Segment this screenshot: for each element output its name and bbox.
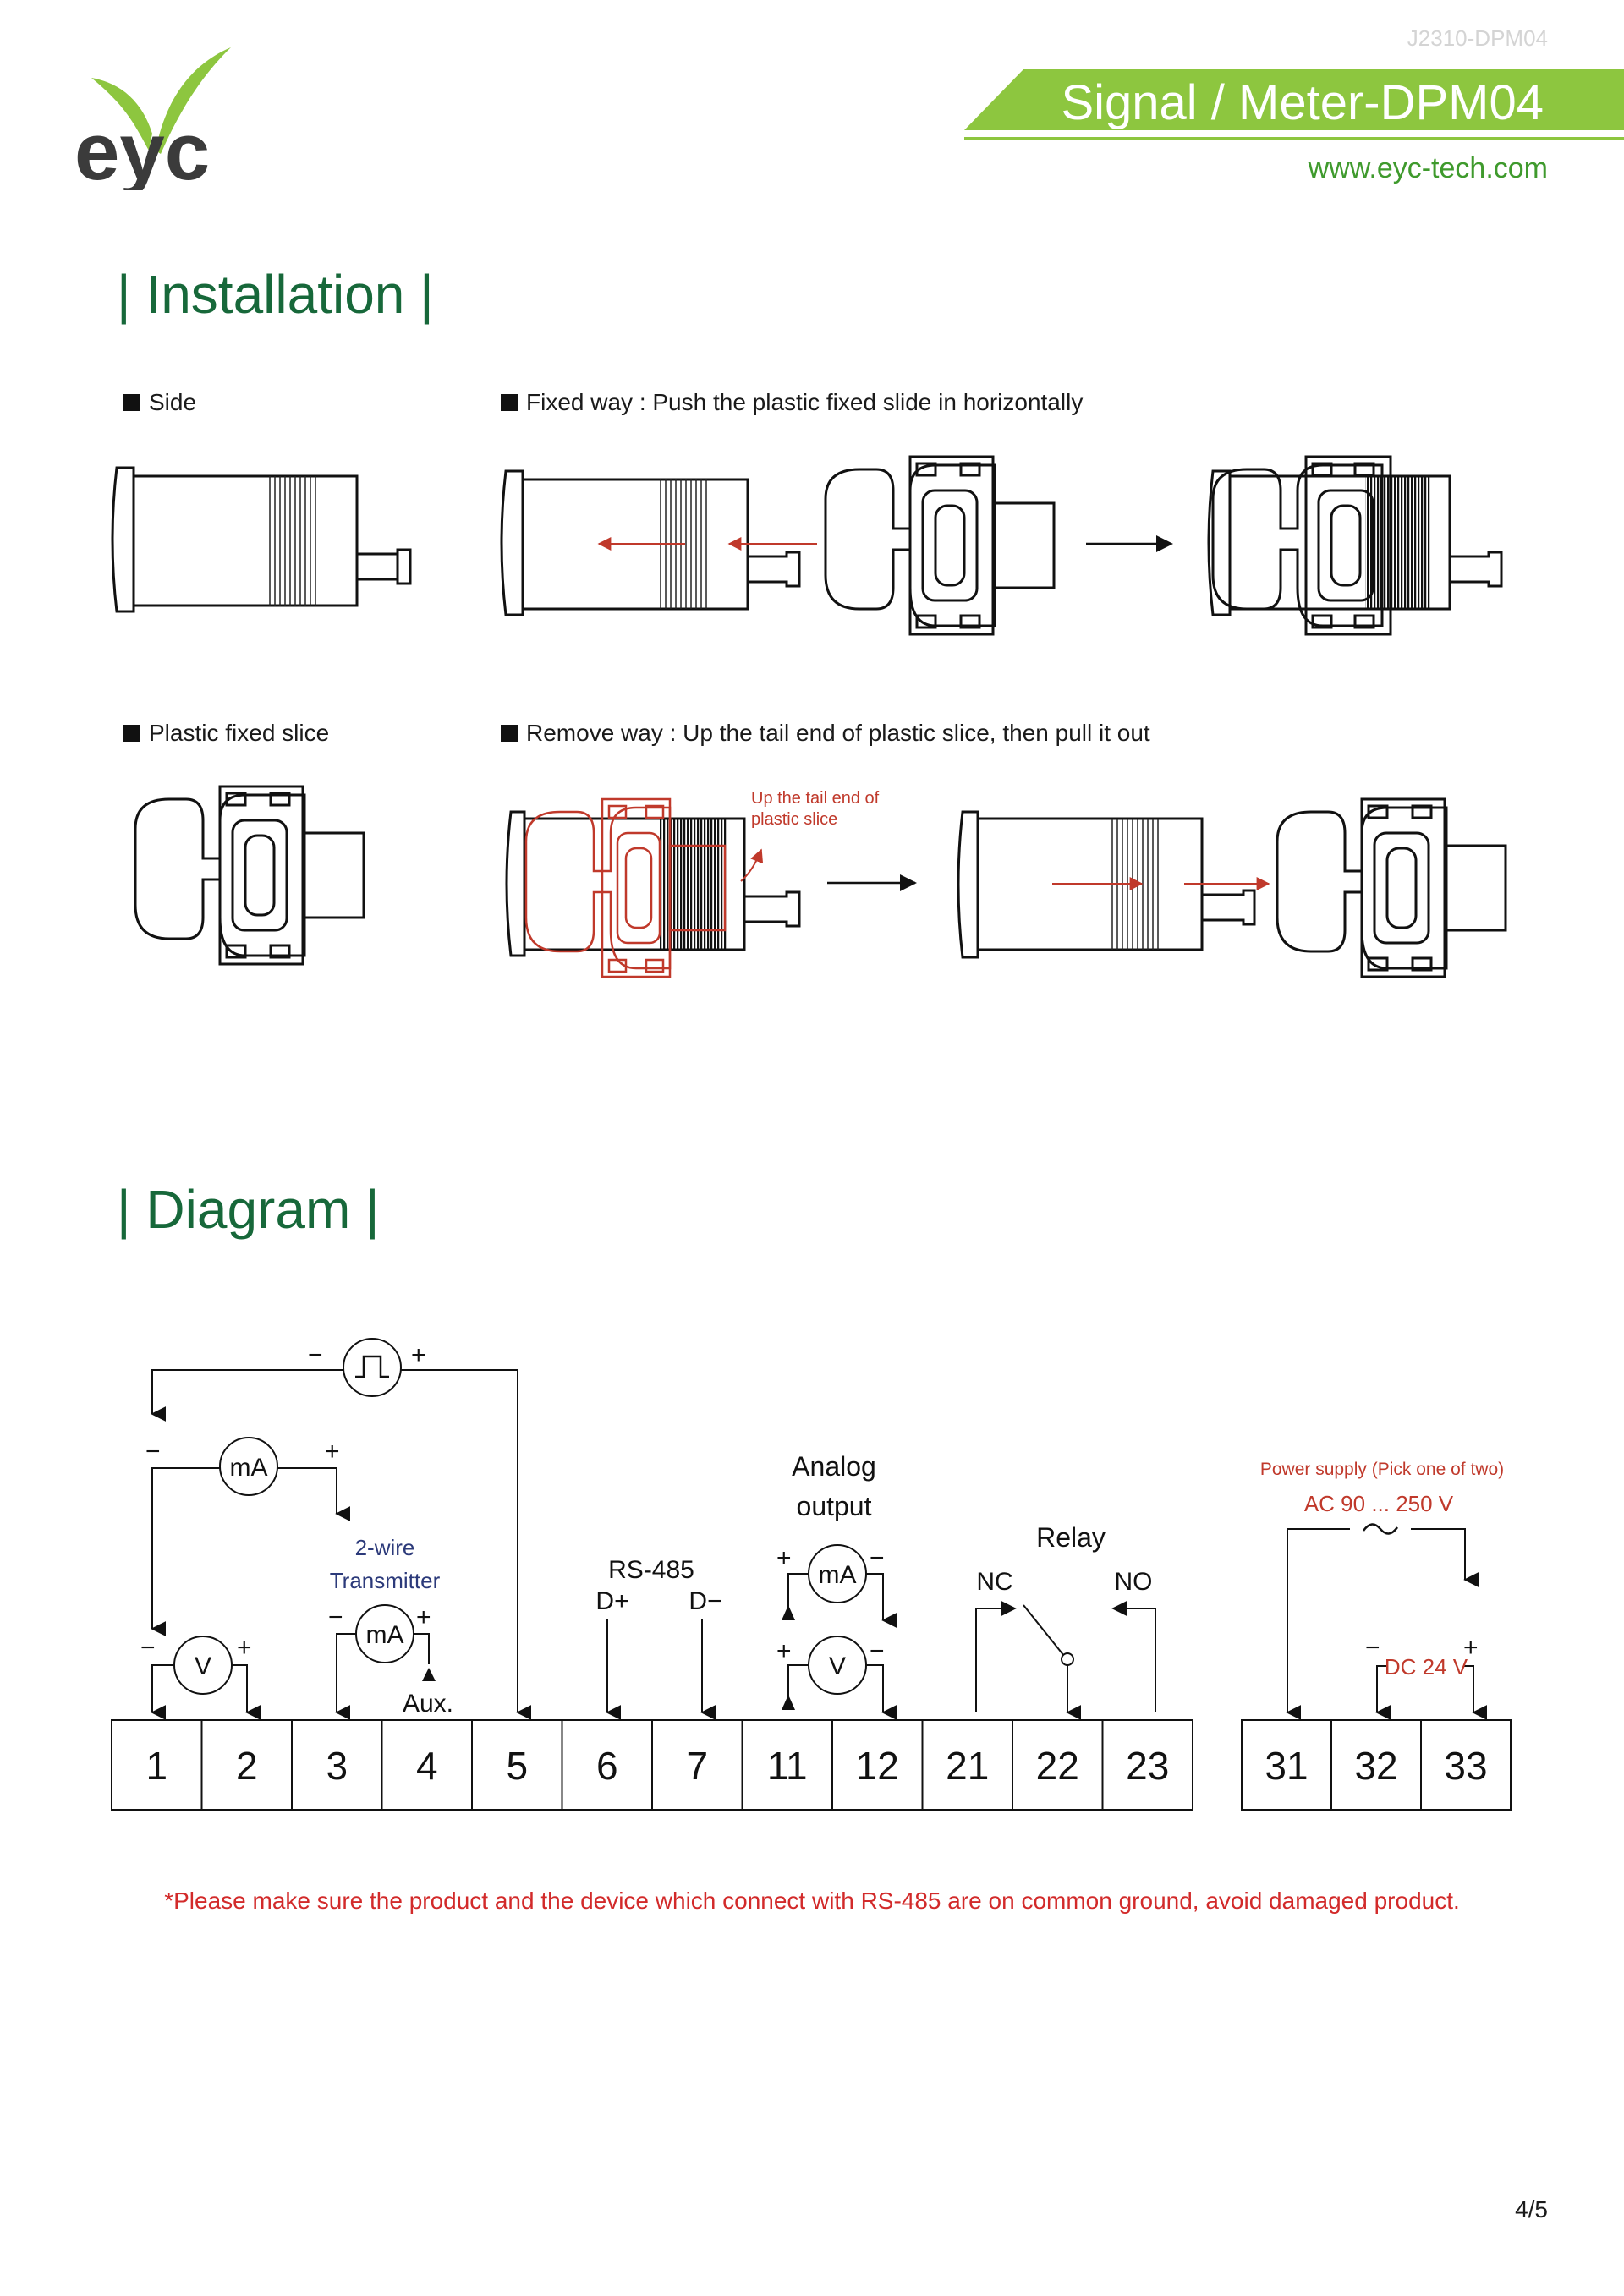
terminal-label: 33 [1444,1744,1487,1788]
pulse-minus: − [308,1341,323,1369]
terminal-label: 5 [506,1744,528,1788]
terminal-33: 33 [1420,1719,1512,1811]
remove-red-slice [524,797,727,978]
terminal-21: 21 [921,1719,1013,1811]
power-supply-label: Power supply (Pick one of two) [1260,1460,1504,1479]
analog-v-plus: + [776,1637,792,1665]
website-link[interactable]: www.eyc-tech.com [1308,152,1548,184]
remove-way-label: Remove way : Up the tail end of plastic … [501,720,1150,747]
terminal-label: 2 [236,1744,258,1788]
ma-meter-left-icon [219,1437,278,1496]
fixed-way-label: Fixed way : Push the plastic fixed slide… [501,389,1083,416]
remove-note-line2: plastic slice [751,810,837,829]
terminal-label: 21 [946,1744,989,1788]
fixed-device [500,469,801,616]
dc-label: DC 24 V [1385,1654,1468,1680]
pulse-source-icon [343,1338,402,1397]
dc-minus: − [1365,1634,1380,1662]
terminal-23: 23 [1101,1719,1193,1811]
terminal-label: 12 [856,1744,899,1788]
analog-v-label: V [829,1652,846,1680]
v-left-minus: − [140,1634,156,1662]
analog-v-minus: − [870,1637,885,1665]
rs485-warning-note: *Please make sure the product and the de… [164,1888,1460,1914]
terminal-strip-power: 31 32 33 [1241,1719,1512,1811]
page-title: Signal / Meter-DPM04 [1061,75,1544,130]
no-label: NO [1115,1568,1153,1596]
transmitter-ma-label: mA [366,1621,404,1649]
transmitter-line1: 2-wire [355,1535,415,1560]
terminal-label: 1 [145,1744,167,1788]
transmitter-line2: Transmitter [330,1568,441,1593]
terminal-7: 7 [651,1719,743,1811]
terminal-31: 31 [1241,1719,1332,1811]
dc-plus: + [1463,1634,1479,1662]
transmitter-minus: − [328,1603,343,1631]
analog-ma-plus: + [776,1544,792,1572]
ma-left-label: mA [230,1454,268,1482]
d-minus-label: D− [689,1587,721,1615]
analog-label-line1: Analog [792,1451,876,1482]
terminal-label: 3 [326,1744,348,1788]
pulse-plus: + [411,1341,426,1369]
remove-device [505,810,801,957]
v-left-plus: + [237,1634,252,1662]
assembled-device [1207,455,1503,636]
terminal-label: 11 [767,1744,808,1788]
terminal-1: 1 [111,1719,203,1811]
analog-ma-label: mA [819,1561,857,1589]
wiring-diagram: − + mA − + V − + mA − + Aux. RS-485 D+ D… [111,1338,1512,1811]
plastic-slice-label: Plastic fixed slice [123,720,329,747]
relay-label: Relay [1036,1522,1106,1553]
terminal-3: 3 [291,1719,383,1811]
installation-heading: | Installation | [117,264,434,325]
slice-standalone [134,785,365,966]
ac-range-label: AC 90 ... 250 V [1304,1491,1454,1516]
terminal-label: 31 [1265,1744,1308,1788]
rs485-label: RS-485 [608,1556,694,1584]
terminal-label: 22 [1036,1744,1079,1788]
eyc-logo: eyc [74,42,235,197]
terminal-label: 6 [596,1744,618,1788]
remove-note-line1: Up the tail end of [751,789,880,808]
nc-label: NC [976,1568,1012,1596]
d-plus-label: D+ [595,1587,628,1615]
terminal-5: 5 [471,1719,563,1811]
terminal-12: 12 [831,1719,924,1811]
installation-drawings: Up the tail end of plastic slice [111,455,1507,978]
v-left-label: V [195,1652,211,1680]
terminal-11: 11 [741,1719,833,1811]
side-label: Side [123,389,196,416]
diagram-heading: | Diagram | [117,1179,380,1240]
document-code: J2310-DPM04 [1407,25,1548,51]
terminal-label: 7 [686,1744,708,1788]
terminal-label: 4 [416,1744,438,1788]
fixed-slice [824,455,1056,636]
terminal-32: 32 [1330,1719,1422,1811]
terminal-22: 22 [1012,1719,1104,1811]
ma-left-plus: + [325,1438,340,1466]
title-banner [964,69,1624,142]
terminal-label: 23 [1126,1744,1169,1788]
side-view-device [111,466,412,613]
terminal-6: 6 [561,1719,653,1811]
transmitter-plus: + [416,1603,431,1631]
terminal-4: 4 [381,1719,473,1811]
analog-ma-minus: − [870,1544,885,1572]
analog-label-line2: output [797,1491,872,1521]
page-number: 4/5 [1515,2196,1548,2222]
terminal-label: 32 [1354,1744,1397,1788]
aux-label: Aux. [403,1690,453,1718]
terminal-2: 2 [200,1719,293,1811]
removed-slice [1276,797,1507,978]
logo-text: eyc [74,107,210,190]
ma-left-minus: − [145,1438,161,1466]
